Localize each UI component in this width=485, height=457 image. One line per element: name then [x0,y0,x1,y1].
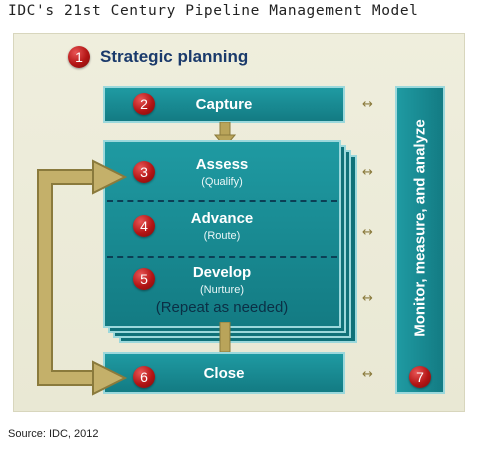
diagram-title: IDC's 21st Century Pipeline Management M… [8,3,419,19]
step-badge-7: 7 [409,366,431,388]
step-badge-6: 6 [133,366,155,388]
close-label: Close [203,365,245,382]
link-arrow-assess: ↔ [362,165,373,180]
repeat-note: (Repeat as needed) [155,299,289,316]
capture-label: Capture [195,96,253,113]
step-badge-3: 3 [133,161,155,183]
monitor-label: Monitor, measure, and analyze [411,119,429,337]
step-badge-4: 4 [133,215,155,237]
connector-develop-close [219,322,231,352]
link-arrow-advance: ↔ [362,225,373,240]
advance-sub-label: (Route) [203,230,241,242]
advance-label: Advance [190,210,254,227]
link-arrow-develop: ↔ [362,291,373,306]
step-badge-1: 1 [68,46,90,68]
assess-label: Assess [195,156,249,173]
strategic-planning-label: Strategic planning [100,47,249,66]
link-arrow-capture: ↔ [362,97,373,112]
link-arrow-close: ↔ [362,367,373,382]
divider-1 [107,200,337,202]
assess-sub-label: (Qualify) [201,176,243,188]
develop-sub-label: (Nurture) [199,284,244,296]
step-badge-2: 2 [133,93,155,115]
divider-2 [107,256,337,258]
step-badge-5: 5 [133,268,155,290]
monitor-box: Monitor, measure, and analyze [395,86,445,394]
source-note: Source: IDC, 2012 [8,428,99,440]
repeat-loop-arrow [37,159,128,396]
develop-label: Develop [192,264,252,281]
